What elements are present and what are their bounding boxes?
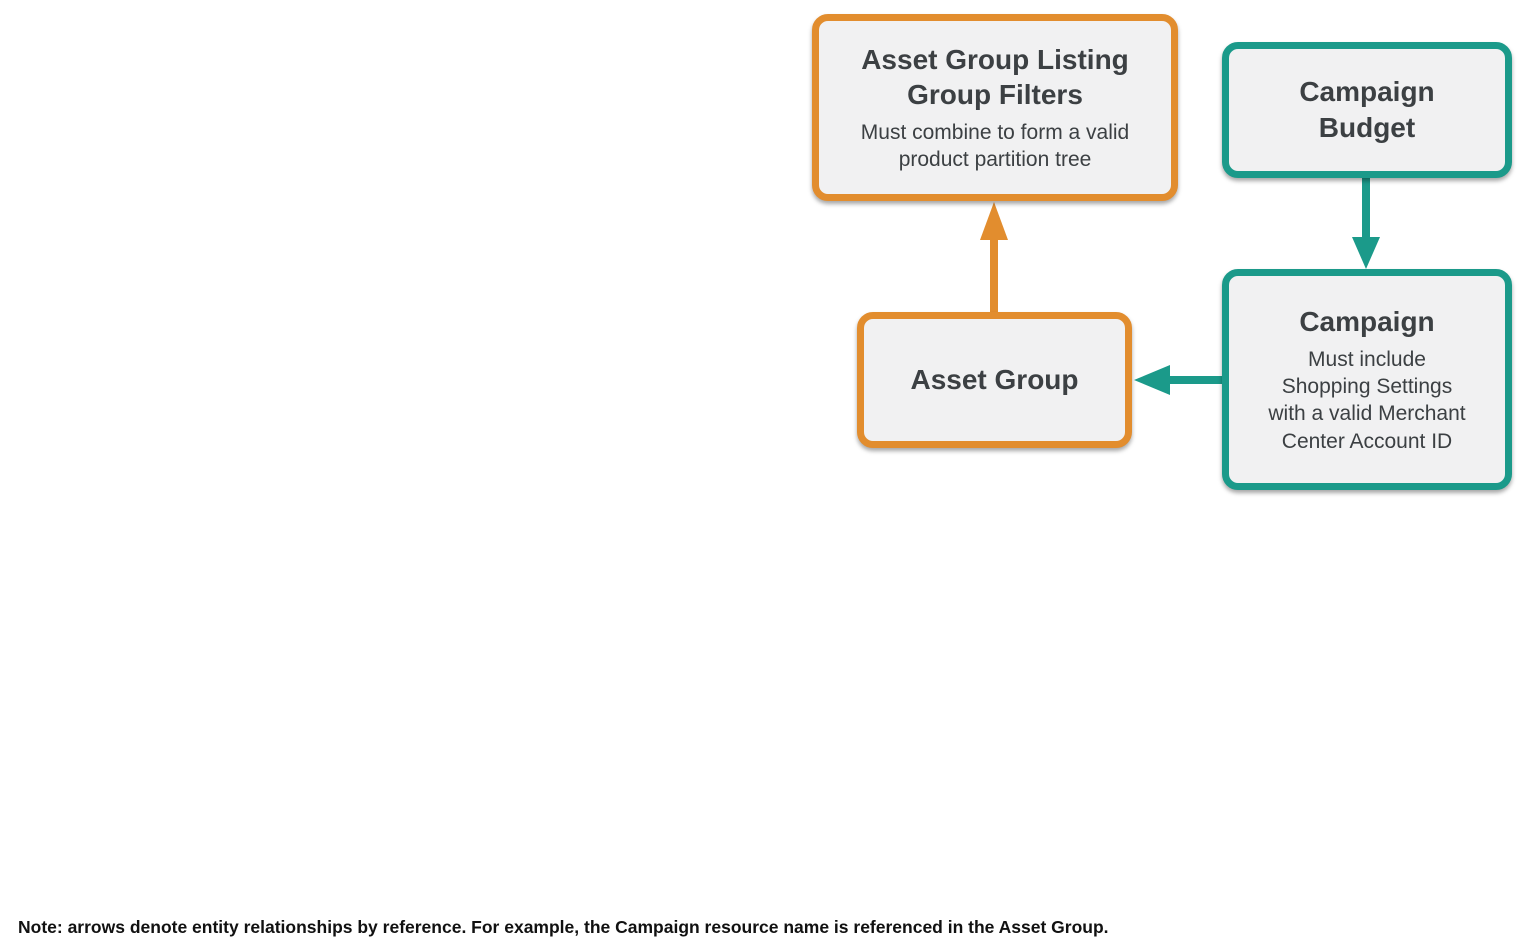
arrow-head-left-icon [1134,365,1170,395]
node-title: Campaign Budget [1299,76,1435,143]
node-subtitle: Must include Shopping Settings with a va… [1268,347,1466,453]
arrow-head-up-icon [980,202,1008,240]
node-campaign: Campaign Must include Shopping Settings … [1222,269,1512,490]
node-asset-group-listing-group-filters: Asset Group Listing Group Filters Must c… [812,14,1178,201]
arrow-stem [1362,177,1370,239]
node-asset-group: Asset Group [857,312,1132,448]
arrow-stem [990,236,998,313]
arrow-budget-to-campaign [1352,177,1380,269]
node-subtitle: Must combine to form a valid product par… [860,120,1130,172]
footnote: Note: arrows denote entity relationships… [18,917,1109,937]
node-title: Campaign [1299,306,1435,338]
arrow-stem [1168,376,1222,384]
node-title: Asset Group Listing Group Filters [861,43,1129,111]
node-title: Asset Group [910,364,1079,396]
arrow-campaign-to-asset-group [1134,365,1222,395]
arrow-head-down-icon [1352,237,1380,269]
node-campaign-budget: Campaign Budget [1222,42,1512,178]
arrow-asset-group-to-filters [980,202,1008,313]
